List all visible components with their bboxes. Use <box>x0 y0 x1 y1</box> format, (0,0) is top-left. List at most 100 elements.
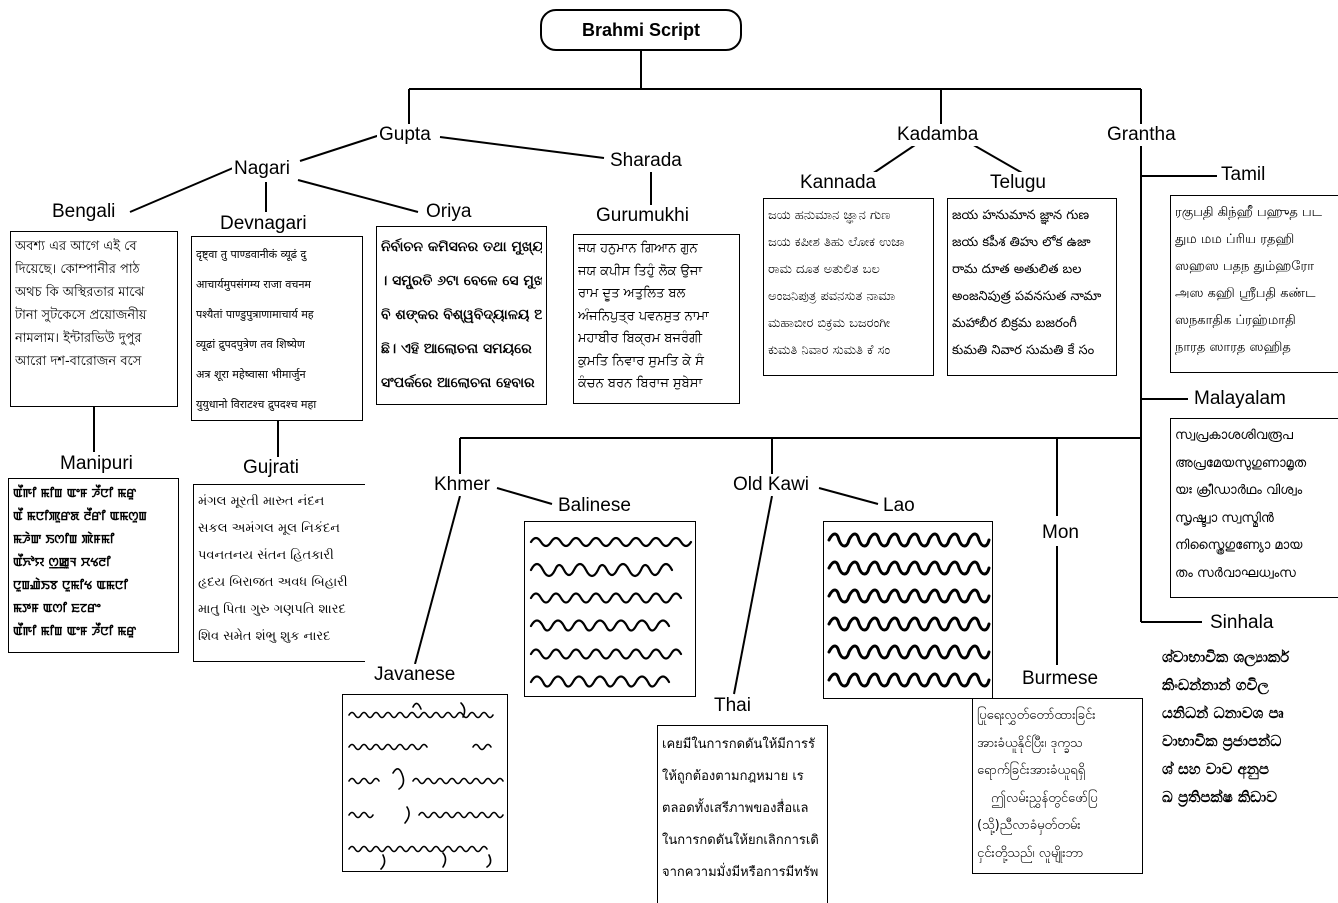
sample-line: ரகுபதி கிந்ஹீ பஹுத பட <box>1175 205 1322 220</box>
sample-line: ਕੁਮਤਿ ਨਿਵਾਰ ਸੁਮਤਿ ਕੇ ਸੰ <box>578 353 704 369</box>
node-devnagari: Devnagari <box>218 213 309 235</box>
sample-line: அஸ கஹி ஶ்ரீபதி கண்ட <box>1175 286 1316 301</box>
sample-line: ಕುಮತಿ ನಿವಾರ ಸುಮತಿ ಕೆ ಸಂ <box>768 343 891 358</box>
sample-line: நாரத ஸாரத ஸஹித <box>1175 340 1291 355</box>
sample-line: အားခံယူနိုင်ပြီး၊ ဒုက္ခသ <box>977 735 1083 751</box>
sample-line: మహాబీర బిక్రమ బజరంగీ <box>952 316 1077 331</box>
sample-line: ଛି। ଏହି ଆଲୋଚନା ସମୟରେ <box>381 341 532 357</box>
node-manipuri: Manipuri <box>58 453 135 475</box>
balinese-script-image <box>529 536 693 688</box>
sample-line: મંગલ મૂરતી મારુત નંદન <box>198 494 325 509</box>
node-sharada: Sharada <box>608 150 684 172</box>
sample-line: હૃદય બિરાજત અવધ બિહારી <box>198 575 348 590</box>
javanese-script-image <box>348 702 504 870</box>
sample-line: ਜਯ ਹਨੁਮਾਨ ਗਿਆਨ ਗੁਨ <box>578 241 698 256</box>
sample-line: ਕੰਚਨ ਬਰਨ ਬਿਰਾਜ ਸੁਬੇਸਾ <box>578 376 703 391</box>
sample-line: ஸநகாதிக ப்ரஹ்மாதி <box>1175 313 1296 328</box>
node-telugu: Telugu <box>988 172 1048 194</box>
sample-line: ꯑꯩꯈꯣꯌ ꯁ꯭ꯀꯨꯜ ꯆꯠꯂꯤ <box>13 555 111 569</box>
sample-line: युयुधानो विराटश्च द्रुपदश्च महा <box>196 398 317 411</box>
sample-line: జయ కపీశ తిహు లోక ఉజా <box>952 235 1091 250</box>
sample-line: ในการกดดันให้ยกเลิกการเดิ <box>662 833 819 848</box>
sample-line: ರಾಮ ದೂತ ಅತುಲಿತ ಬಲ <box>768 262 880 277</box>
sample-line: (သို့)ညီလာခံမှတ်တမ်း <box>977 818 1081 833</box>
sample-line: జయ హనుమాన జ్ఞాన గుణ <box>952 208 1090 223</box>
sample-line: আরো দশ-বারোজন বসে <box>15 354 142 369</box>
node-khmer: Khmer <box>432 474 492 496</box>
node-grantha: Grantha <box>1105 124 1178 146</box>
sample-line: అంజనిపుత్ర పవనసుత నామా <box>952 289 1102 304</box>
sample-line: ꯅꯨꯡꯉꯥꯏꯕ ꯅꯨꯃꯤꯠ ꯑꯃꯅꯤ <box>13 578 128 592</box>
sample-line: ငှင်းတို့သည်၊ လူမျိုးဘာ <box>977 845 1084 861</box>
sample-bengali: অবশ্য এর আগে এই বে দিয়েছে। কোম্পানীর পা… <box>10 231 178 407</box>
sample-line: आचार्यमुपसंगम्य राजा वचनम <box>196 278 312 291</box>
sample-line: दृष्ट्वा तु पाण्डवानीकं व्यूढं दु <box>196 248 307 261</box>
node-sinhala: Sinhala <box>1208 612 1276 634</box>
node-kadamba: Kadamba <box>895 124 981 146</box>
sample-line: നിസ്ത്രൈഗുണ്യോ മായ <box>1175 538 1303 553</box>
sample-line: માતુ પિતા ગુરુ ગણપતિ શારદ <box>198 602 346 617</box>
sample-line: ตลอดทั้งเสรีภาพของสื่อแล <box>662 801 809 816</box>
node-nagari: Nagari <box>232 158 292 180</box>
sample-line: સકલ અમંગલ મૂલ નિકંદન <box>198 521 340 536</box>
sample-line: দিয়েছে। কোম্পানীর পাঠ <box>15 262 140 277</box>
node-kannada: Kannada <box>798 172 879 194</box>
sample-gurumukhi: ਜਯ ਹਨੁਮਾਨ ਗਿਆਨ ਗੁਨ ਜਯ ਕਪੀਸ ਤਿਹੁੰ ਲੋਕ ਉਜਾ… <box>573 234 740 404</box>
sample-line: । ସମ୍ପ୍ରତି ୬ଟା ବେଳେ ସେ ମୁଖ୍ୟମ <box>381 273 542 289</box>
sample-line: অবশ্য এর আগে এই বে <box>15 239 137 254</box>
sample-line: යනිධන් ධනාවශ පෘ <box>1162 704 1284 722</box>
sample-line: ပြုရေးလွှတ်တော်ထားခြင်း <box>977 708 1096 723</box>
lao-script-image <box>827 532 991 688</box>
sample-line: ବି ଶଙ୍କର ବିଶ୍ୱବିଦ୍ୟାଳୟ ଅଗ୍ରଣ <box>381 307 542 323</box>
sample-line: ନିର୍ବାଚନ କମିସନର ତଥା ମୁଖ୍ୟ <box>381 239 542 255</box>
sample-line: ਮਹਾਬੀਰ ਬਿਕ੍ਰਮ ਬਜਰੰਗੀ <box>578 331 703 346</box>
sample-line: ಜಯ ಕಪೀಶ ತಿಹು ಲೋಕ ಉಜಾ <box>768 235 905 250</box>
sample-line: पश्यैतां पाण्डुपुत्राणामाचार्य मह <box>196 308 314 321</box>
node-bengali: Bengali <box>50 201 118 223</box>
sample-line: അപ്രമേയസുഗുണാമൃത <box>1175 455 1307 471</box>
sample-line: రామ దూత అతులిత బల <box>952 262 1082 277</box>
sample-manipuri: ꯑꯩꯒꯤ ꯃꯤꯡ ꯑꯦꯝ ꯍꯩꯅꯤ ꯃꯔꯨ ꯑꯩ ꯃꯅꯤꯄꯨꯔꯗ ꯂꯩꯔꯤ ꯑꯃ… <box>8 478 179 653</box>
sample-line: เคยมีในการกดดันให้มีการรั <box>662 737 815 752</box>
node-mon: Mon <box>1040 522 1081 544</box>
node-thai: Thai <box>712 695 753 717</box>
sample-line: ਅੰਜਨਿਪੁਤ੍ਰ ਪਵਨਸੁਤ ਨਾਮਾ <box>578 308 709 324</box>
sample-lao <box>823 521 993 699</box>
sample-line: වාභාවික ප්‍රජාපන්ධ <box>1162 732 1282 750</box>
sample-line: സ്വപ്രകാശശിവരൂപ <box>1175 428 1293 443</box>
sample-malayalam: സ്വപ്രകാശശിവരൂപ അപ്രമേയസുഗുണാമൃത യഃ ക്രീ… <box>1170 418 1338 598</box>
sample-javanese <box>342 694 508 872</box>
sample-line: ಅಂಜನಿಪುತ್ರ ಪವನಸುತ ನಾಮಾ <box>768 289 896 304</box>
sample-line: จากความมั่งมีหรือการมีทรัพ <box>662 865 819 880</box>
sample-line: ꯃꯇꯝ ꯑꯁꯤ ꯐꯖꯔꯦ <box>13 601 101 615</box>
sample-line: টানা সুটকেসে প্রয়োজনীয় <box>15 308 147 323</box>
sample-sinhala: ශ්වාභාවික ශල්‍යාකර් කිංඩන්නාන් ගවිල යනිධ… <box>1158 640 1338 814</box>
sample-line: व्यूढां द्रुपदपुत्रेण तव शिष्येण <box>196 338 305 351</box>
sample-line: യഃ ക്രീഡാർഥം വിശ്വം <box>1175 483 1303 498</box>
sample-line: ಮಹಾಬೀರ ಬಿಕ್ರಮ ಬಜರಂಗೀ <box>768 316 891 331</box>
sample-line: ꯑꯩ ꯃꯅꯤꯄꯨꯔꯗ ꯂꯩꯔꯤ ꯑꯃꯁꯨꯡ <box>13 509 147 523</box>
sample-devnagari: दृष्ट्वा तु पाण्डवानीकं व्यूढं दु आचार्य… <box>191 236 363 421</box>
node-malayalam: Malayalam <box>1192 388 1288 410</box>
sample-line: ශ් සහ වාව අනුප <box>1162 760 1270 778</box>
sample-line: කිංඩන්නාන් ගවිල <box>1162 676 1269 694</box>
sample-burmese: ပြုရေးလွှတ်တော်ထားခြင်း အားခံယူနိုင်ပြီး… <box>972 698 1143 874</box>
sample-oriya: ନିର୍ବାଚନ କମିସନର ତଥା ମୁଖ୍ୟ । ସମ୍ପ୍ରତି ୬ଟା… <box>376 226 547 405</box>
node-lao: Lao <box>881 495 917 517</box>
sample-line: ශ්වාභාවික ශල්‍යාකර් <box>1162 648 1290 666</box>
sample-line: অথচ কি অস্থিরতার মাঝে <box>15 285 145 300</box>
node-gujrati: Gujrati <box>241 457 301 479</box>
sample-telugu: జయ హనుమాన జ్ఞాన గుణ జయ కపీశ తిహు లోక ఉజా… <box>947 198 1117 376</box>
node-balinese: Balinese <box>556 495 633 517</box>
sample-line: ให้ถูกต้องตามกฎหมาย เร <box>662 769 804 784</box>
node-javanese: Javanese <box>372 664 458 686</box>
sample-line: തം സർവാഘധ്വംസ <box>1175 565 1296 581</box>
sample-thai: เคยมีในการกดดันให้มีการรั ให้ถูกต้องตามก… <box>657 725 828 903</box>
sample-line: নামলাম। ইন্টারভিউ দুপুর <box>15 331 142 346</box>
sample-line: ਜਯ ਕਪੀਸ ਤਿਹੁੰ ਲੋਕ ਉਜਾ <box>578 263 703 279</box>
node-gurumukhi: Gurumukhi <box>594 205 691 227</box>
node-oriya: Oriya <box>424 201 474 223</box>
sample-line: தும மம ப்ரிய ரதஹி <box>1175 232 1295 247</box>
sample-line: ସଂପର୍କରେ ଆଲୋଚନା ହେବାର <box>381 375 535 391</box>
